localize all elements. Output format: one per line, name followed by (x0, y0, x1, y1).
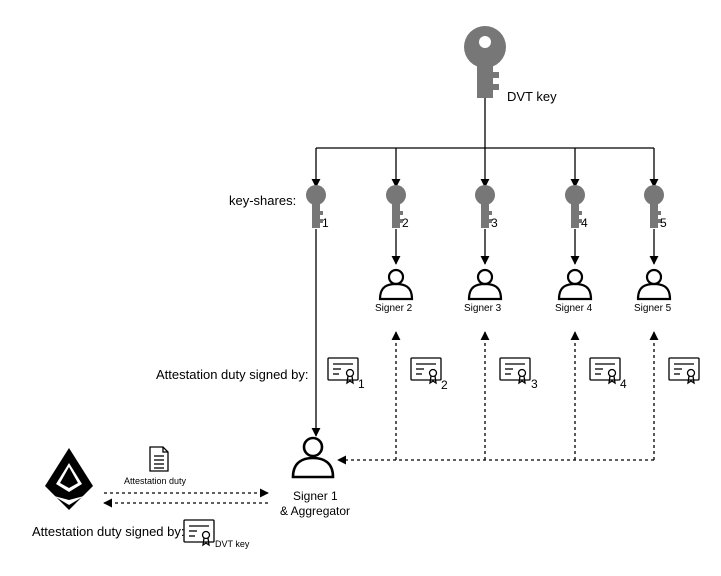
signer-3-label: Signer 3 (464, 303, 502, 314)
aggregator-label-line2: & Aggregator (280, 504, 351, 518)
key-shares-label: key-shares: (229, 193, 297, 208)
duty-exchange-arrows (103, 488, 269, 508)
signer-4-label: Signer 4 (555, 303, 593, 314)
signer-5-label: Signer 5 (634, 303, 672, 314)
attestation-duty-label: Attestation duty (124, 476, 187, 486)
aggregator-icon (291, 436, 335, 479)
aggregator-label-line1: Signer 1 (293, 489, 338, 503)
certificate-number-3: 3 (531, 377, 538, 391)
signer-4-icon (557, 268, 593, 301)
signer-3-icon (467, 268, 503, 301)
share-number-5: 5 (660, 216, 667, 230)
ethereum-icon (45, 448, 93, 510)
signature-return-lines (337, 331, 659, 465)
certificate-number-1: 1 (358, 377, 365, 391)
signer-2-label: Signer 2 (375, 303, 413, 314)
dvt-key-label: DVT key (507, 89, 557, 104)
signer-2-icon (378, 268, 414, 301)
bottom-signed-label: Attestation duty signed by: (32, 524, 185, 539)
certificate-3-icon (499, 357, 531, 384)
share-number-1: 1 (322, 216, 329, 230)
certificate-number-4: 4 (620, 377, 627, 391)
bottom-certificate-icon (183, 519, 215, 546)
key-distribution-lines (311, 98, 659, 188)
share-number-2: 2 (402, 216, 409, 230)
dvt-key-icon (464, 26, 506, 98)
share-number-4: 4 (581, 216, 588, 230)
bottom-certificate-label: DVT key (215, 539, 250, 549)
certificate-1-icon (327, 357, 359, 384)
document-icon (149, 446, 169, 472)
certificate-5-icon (668, 357, 700, 384)
certificate-2-icon (410, 357, 442, 384)
share-number-3: 3 (491, 216, 498, 230)
certificate-4-icon (589, 357, 621, 384)
certificate-number-2: 2 (441, 378, 448, 392)
attestation-row-label: Attestation duty signed by: (156, 367, 309, 382)
share-to-signer-arrows (311, 229, 659, 437)
signer-5-icon (636, 268, 672, 301)
